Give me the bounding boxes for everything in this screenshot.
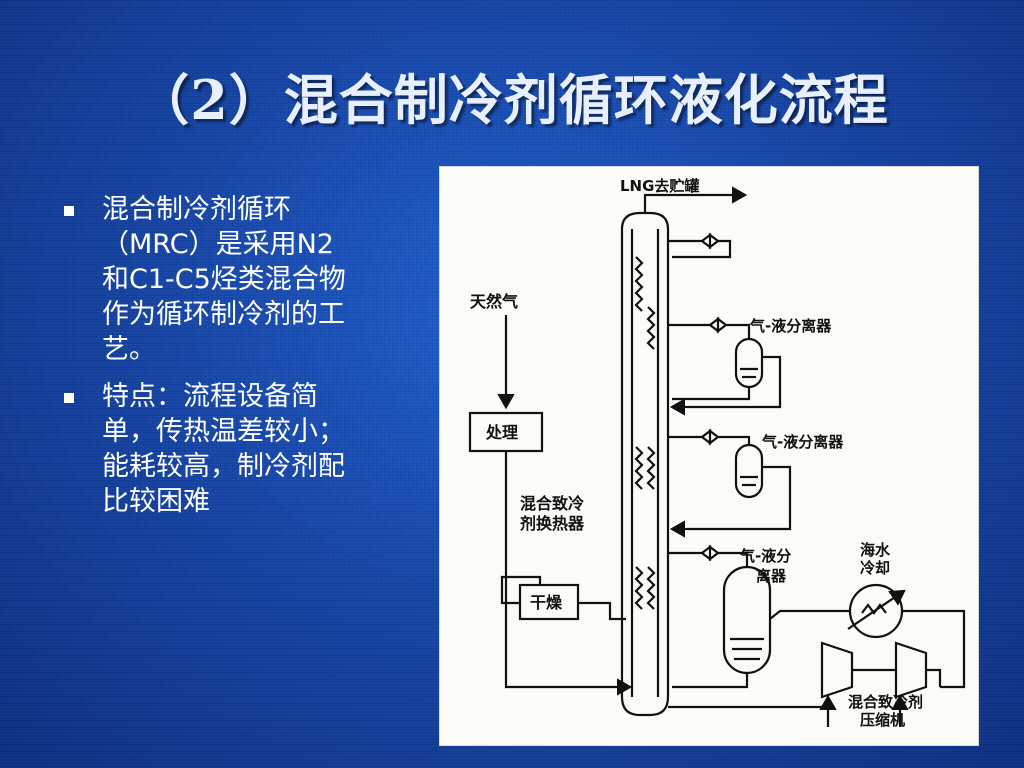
bullet-item: 特点：流程设备简单，传热温差较小；能耗较高，制冷剂配比较困难: [60, 379, 360, 519]
coil-lower: [634, 566, 644, 610]
slide-title: （2）混合制冷剂循环液化流程: [135, 68, 889, 132]
bullet-square-icon: [64, 393, 74, 403]
heat-exchanger-column: [620, 211, 670, 717]
natural-gas-label: 天然气: [470, 292, 518, 311]
bullet-text: 混合制冷剂循环（MRC）是采用N2和C1-C5烃类混合物作为循环制冷剂的工艺。: [102, 194, 346, 365]
coil-middle: [634, 446, 644, 490]
compressor-label-line2: 压缩机: [860, 711, 905, 729]
treatment-label: 处理: [485, 423, 518, 442]
exchanger-label-line1: 混合致冷: [520, 494, 584, 513]
separator-2-label: 气-液分离器: [761, 433, 844, 451]
bullet-square-icon: [64, 206, 74, 216]
separator-1: [734, 337, 764, 389]
bullet-list: 混合制冷剂循环（MRC）是采用N2和C1-C5烃类混合物作为循环制冷剂的工艺。 …: [60, 192, 360, 531]
compressor-2: [894, 641, 928, 699]
separator-3-label-line2: 离器: [756, 567, 787, 585]
seawater-label-line2: 冷却: [860, 559, 890, 577]
compressor-label-line1: 混合致冷剂: [848, 693, 923, 711]
separator-1-label: 气-液分离器: [749, 317, 832, 335]
process-flow-svg: LNG去贮罐 天然气 处理 气-液分离器 气-液分离器 气-液分 离器 混合致冷…: [468, 177, 966, 729]
seawater-label-line1: 海水: [860, 541, 891, 559]
separator-3-label-line1: 气-液分: [739, 547, 791, 565]
mrc-process-diagram: LNG去贮罐 天然气 处理 气-液分离器 气-液分离器 气-液分 离器 混合致冷…: [440, 167, 978, 745]
separator-2: [734, 443, 764, 499]
dryer-label: 干燥: [530, 593, 563, 612]
bullet-item: 混合制冷剂循环（MRC）是采用N2和C1-C5烃类混合物作为循环制冷剂的工艺。: [60, 192, 360, 367]
lng-outlet-label: LNG去贮罐: [620, 177, 699, 195]
bullet-text: 特点：流程设备简单，传热温差较小；能耗较高，制冷剂配比较困难: [102, 381, 345, 517]
exchanger-label-line2: 剂换热器: [520, 514, 585, 533]
coil-upper: [634, 256, 644, 312]
compressor-1: [820, 641, 854, 699]
